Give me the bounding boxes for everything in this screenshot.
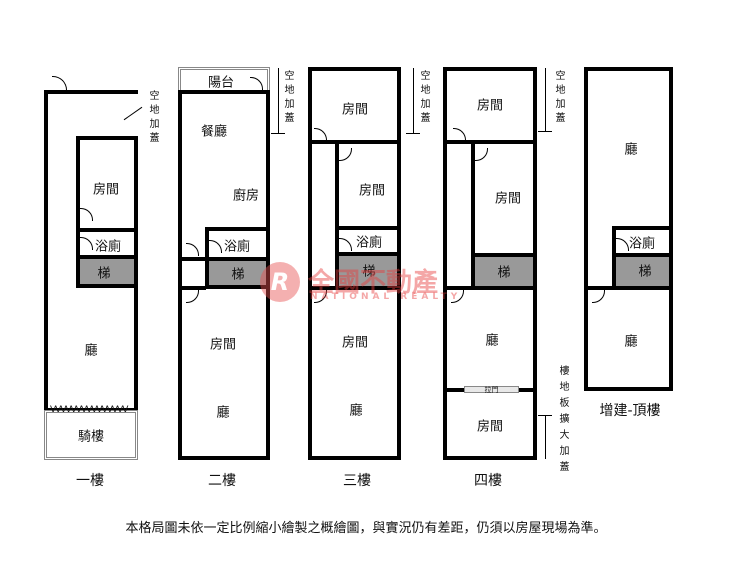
bath-label: 浴廁 xyxy=(355,235,383,251)
wall xyxy=(308,286,401,290)
floor-title: 三樓 xyxy=(343,473,371,489)
note-label: 空地加蓋 xyxy=(147,90,158,146)
dimension-arrow xyxy=(278,68,279,133)
stair xyxy=(205,257,270,289)
arcade xyxy=(44,410,138,460)
wall xyxy=(443,286,537,290)
dimension-tick xyxy=(406,133,420,134)
stair-label: 梯 xyxy=(97,266,111,282)
dimension-arrow xyxy=(413,68,414,133)
floor-title: 四樓 xyxy=(474,473,502,489)
room-label: 房間 xyxy=(92,182,120,198)
realty-logo-icon: R xyxy=(260,262,300,302)
room-label: 房間 xyxy=(476,419,504,435)
note-label: 空地加蓋 xyxy=(418,70,429,126)
wall xyxy=(584,286,673,290)
stair xyxy=(76,255,138,288)
stair-label: 梯 xyxy=(638,264,652,280)
wall xyxy=(178,257,206,261)
hall-label: 廳 xyxy=(485,333,499,349)
hall-label: 廳 xyxy=(84,343,98,359)
room-label: 房間 xyxy=(358,183,386,199)
hall-label: 廳 xyxy=(624,334,638,350)
wall xyxy=(178,286,206,290)
dimension-tick xyxy=(538,415,552,416)
dining-label: 餐廳 xyxy=(200,124,228,140)
wall xyxy=(76,228,138,232)
floor-title: 二樓 xyxy=(208,473,236,489)
room-label: 房間 xyxy=(341,335,369,351)
note-label: 空地加蓋 xyxy=(282,70,293,126)
hall-label: 廳 xyxy=(624,142,638,158)
watermark-cn: 全國不動產 xyxy=(308,268,439,298)
stair-label: 梯 xyxy=(497,265,511,281)
wall xyxy=(335,226,401,230)
arcade-label: 騎樓 xyxy=(77,429,105,445)
kitchen-label: 廚房 xyxy=(232,188,260,204)
floor-title: 增建-頂樓 xyxy=(599,403,661,419)
dimension-arrow xyxy=(545,68,546,131)
note-label-bottom: 樓地板擴大加蓋 xyxy=(557,365,568,477)
dimension-tick xyxy=(538,131,552,132)
bath-label: 浴廁 xyxy=(94,239,122,255)
dimension-arrow xyxy=(545,415,546,459)
hall-label: 廳 xyxy=(216,405,230,421)
stair-label: 梯 xyxy=(362,264,376,280)
disclaimer-footer: 本格局圖未依一定比例縮小繪製之概繪圖，與實況仍有差距，仍須以房屋現場為準。 xyxy=(125,521,607,536)
watermark-en: NATIONAL REALTY xyxy=(310,292,462,302)
balcony-label: 陽台 xyxy=(207,75,235,91)
room-label: 房間 xyxy=(494,191,522,207)
room-label: 房間 xyxy=(209,337,237,353)
bath-label: 浴廁 xyxy=(628,236,656,252)
room-label: 房間 xyxy=(476,98,504,114)
note-label: 空地加蓋 xyxy=(553,70,564,126)
bath-label: 浴廁 xyxy=(223,239,251,255)
room-label: 房間 xyxy=(341,102,369,118)
zigzag-shutter: VVVVVVVVVVVVVVV xyxy=(50,405,128,415)
floor-title: 一樓 xyxy=(76,473,104,489)
stair-label: 梯 xyxy=(231,267,245,283)
door-icon xyxy=(52,76,67,91)
open-wall-gap xyxy=(134,94,140,136)
sliding-door: 拉門 xyxy=(464,386,519,394)
dimension-tick xyxy=(271,133,285,134)
hall-label: 廳 xyxy=(349,403,363,419)
